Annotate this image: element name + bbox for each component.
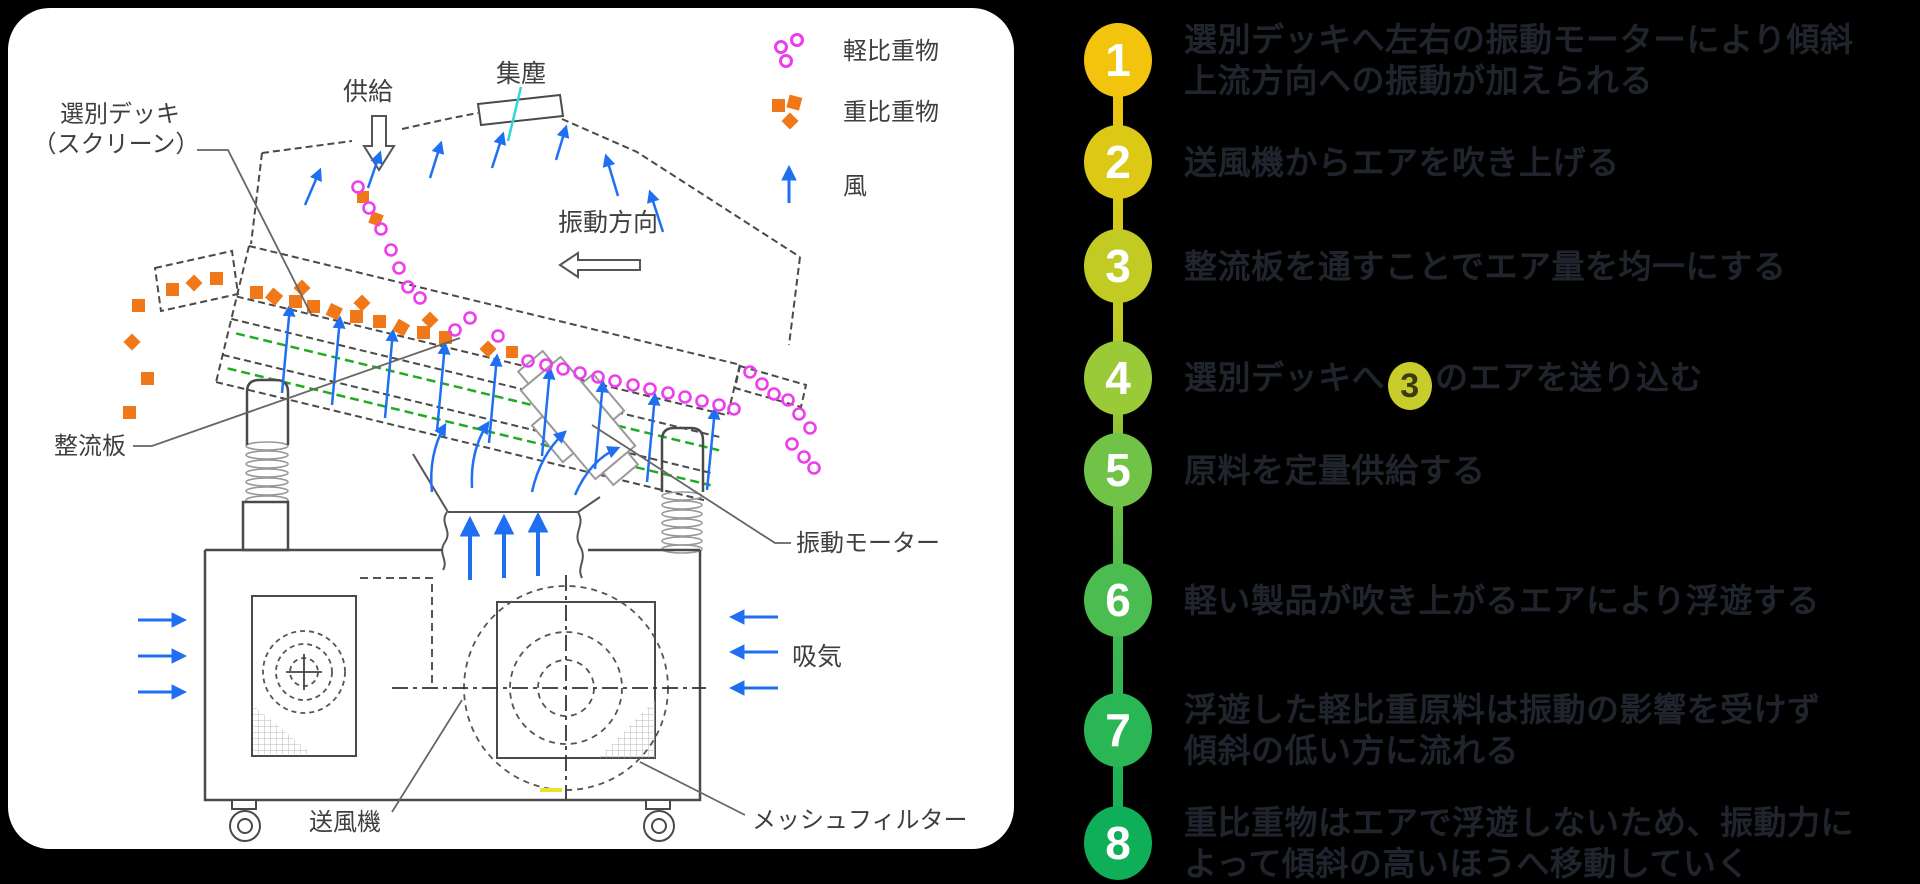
step-text: 送風機からエアを吹き上げる: [1184, 143, 1620, 181]
light-particles: [351, 180, 821, 475]
vibration-direction-arrow-icon: [558, 251, 641, 279]
step-text: 軽い製品が吹き上がるエアにより浮遊する: [1184, 581, 1820, 619]
main-fan-hatch: [598, 700, 655, 758]
light-discharge-spout: [733, 364, 808, 409]
heavy-discharge-chute: [153, 249, 240, 313]
left-arch-mount: [245, 378, 290, 445]
step-number-badge: 7: [1084, 693, 1152, 767]
right-arch-mount: [660, 426, 705, 492]
main-fan-centerlines: [392, 575, 706, 799]
small-fan-hatch: [253, 705, 312, 754]
funnel-curved-arrows: [430, 420, 621, 496]
supply-label: 供給: [343, 78, 393, 106]
legend-light-label: 軽比重物: [843, 38, 939, 65]
deck-label-line1: 選別デッキ: [60, 101, 180, 128]
legend: 軽比重物 重比重物 風: [772, 33, 939, 203]
legend-heavy-icon: [772, 94, 803, 130]
small-fan-enclosure: [251, 595, 357, 757]
legend-wind-label: 風: [843, 173, 867, 200]
deck-through-arrows: [280, 303, 721, 491]
hood-wind-arrows: [303, 124, 665, 233]
left-spring: [245, 441, 289, 505]
blower-housing: [203, 548, 702, 802]
step-number-badge: 3: [1084, 229, 1152, 303]
heavy-particles: [123, 191, 518, 419]
step-text: 浮遊した軽比重原料は振動の影響を受けず傾斜の低い方に流れる: [1184, 691, 1821, 769]
intake-arrows-right: [728, 609, 778, 696]
step-number-badge: 5: [1084, 433, 1152, 507]
step-number-badge: 6: [1084, 563, 1152, 637]
dust-port: [476, 93, 565, 127]
step-text: 整流板を通すことでエア量を均一にする: [1184, 247, 1787, 285]
legend-light-icon: [774, 33, 804, 68]
step-text: 選別デッキへ左右の振動モーターにより傾斜上流方向への振動が加えられる: [1184, 21, 1854, 99]
rectifier-label: 整流板: [54, 433, 126, 460]
intake-arrows-left: [138, 612, 188, 700]
inline-step-reference-badge: 3: [1388, 362, 1432, 410]
step-number-badge: 1: [1084, 23, 1152, 97]
vibration-motor-label: 振動モーター: [796, 530, 940, 557]
step-number-badge: 8: [1084, 806, 1152, 880]
duct-wall-dashed: [360, 577, 433, 688]
right-spring: [661, 491, 703, 554]
label-pointer-lines: [133, 149, 791, 816]
mesh-filter-label: メッシュフィルター: [752, 807, 968, 834]
dust-label: 集塵: [496, 60, 546, 88]
intake-label: 吸気: [792, 643, 842, 671]
deck-label-line2: （スクリーン）: [33, 131, 200, 158]
duct-up-arrows: [459, 511, 549, 580]
step-text: 原料を定量供給する: [1184, 451, 1486, 489]
caster-left: [229, 799, 261, 842]
small-fan-crosshair: [286, 654, 322, 690]
machine-diagram-panel: 軽比重物 重比重物 風 選別デッキ （スクリーン） 供給 集塵 振動方向 整流板…: [8, 8, 1014, 849]
main-fan-enclosure: [496, 601, 656, 759]
caster-right: [643, 799, 675, 842]
blower-label: 送風機: [309, 809, 381, 836]
legend-heavy-label: 重比重物: [843, 99, 939, 126]
vibration-direction-label: 振動方向: [558, 209, 658, 237]
air-funnel: [412, 453, 601, 579]
step-text: 重比重物はエアで浮遊しないため、振動力によって傾斜の高いほうへ移動していく: [1184, 804, 1854, 882]
hood-outline: [250, 112, 801, 346]
left-pedestal: [241, 500, 290, 552]
step-number-badge: 4: [1084, 341, 1152, 415]
step-number-badge: 2: [1084, 125, 1152, 199]
dust-line: [506, 86, 523, 142]
white-panel: [8, 8, 1014, 849]
